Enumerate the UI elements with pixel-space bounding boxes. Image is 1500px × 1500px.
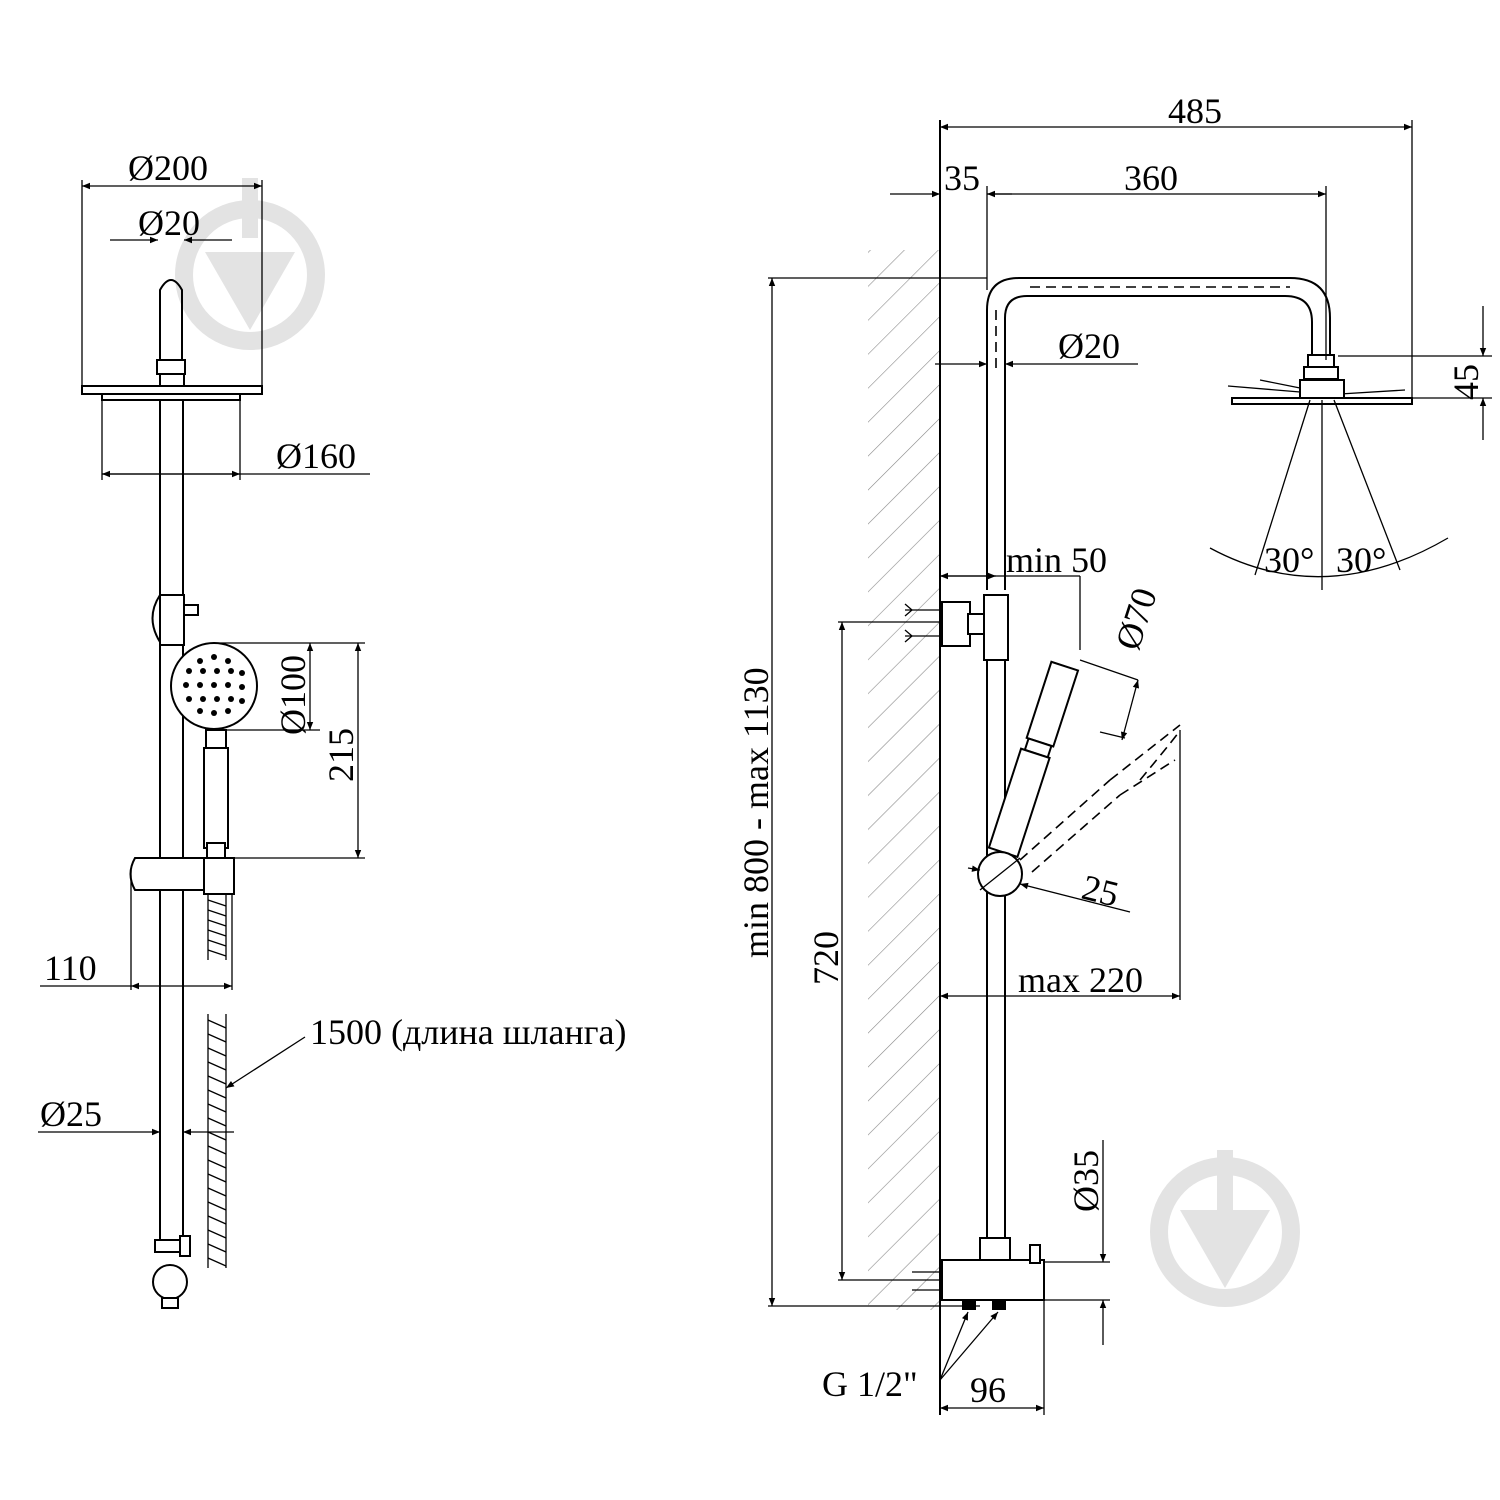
dim-wall-offset: 35 <box>944 158 980 198</box>
dim-rail-diameter: Ø25 <box>40 1094 102 1134</box>
hose-pattern <box>207 899 227 957</box>
dim-angle-left: 30° <box>1264 540 1314 580</box>
side-view: 30° 30° 48 <box>736 91 1492 1415</box>
hand-shower-side <box>987 660 1080 859</box>
dim-arm-diameter: Ø20 <box>138 203 200 243</box>
dim-pivot: 25 <box>1078 867 1123 915</box>
dim-angle-right: 30° <box>1336 540 1386 580</box>
wall-hatch <box>868 250 940 1310</box>
dim-head-height: 45 <box>1446 364 1486 400</box>
dim-hand-length: 215 <box>321 728 361 782</box>
dim-hand-diameter: Ø70 <box>1108 583 1165 654</box>
dim-arm-tube: Ø20 <box>1058 326 1120 366</box>
dim-bracket-height: 720 <box>806 931 846 985</box>
dim-mixer-diameter: Ø35 <box>1066 1150 1106 1212</box>
dim-connection: G 1/2" <box>822 1364 918 1404</box>
front-view: Ø200 Ø20 Ø160 Ø100 215 110 1500 (длина ш… <box>38 148 626 1309</box>
dim-height-range: min 800 - max 1130 <box>736 667 776 958</box>
dim-hand-max: max 220 <box>1018 960 1143 1000</box>
watermark-logo-icon <box>175 178 325 350</box>
dim-holder-offset: 110 <box>44 948 97 988</box>
dim-arm-reach: 360 <box>1124 158 1178 198</box>
dim-head-inner: Ø160 <box>276 436 356 476</box>
dim-mixer-width: 96 <box>970 1370 1006 1410</box>
dim-hose: 1500 (длина шланга) <box>310 1012 626 1052</box>
watermark-logo-icon <box>1150 1150 1300 1307</box>
hand-shower-nozzles <box>183 654 245 716</box>
dim-top-diameter: Ø200 <box>128 148 208 188</box>
dim-bracket-min: min 50 <box>1006 540 1107 580</box>
hand-shower-swing <box>1019 724 1181 873</box>
dim-hand-head: Ø100 <box>273 655 313 735</box>
dim-total-width: 485 <box>1168 91 1222 131</box>
